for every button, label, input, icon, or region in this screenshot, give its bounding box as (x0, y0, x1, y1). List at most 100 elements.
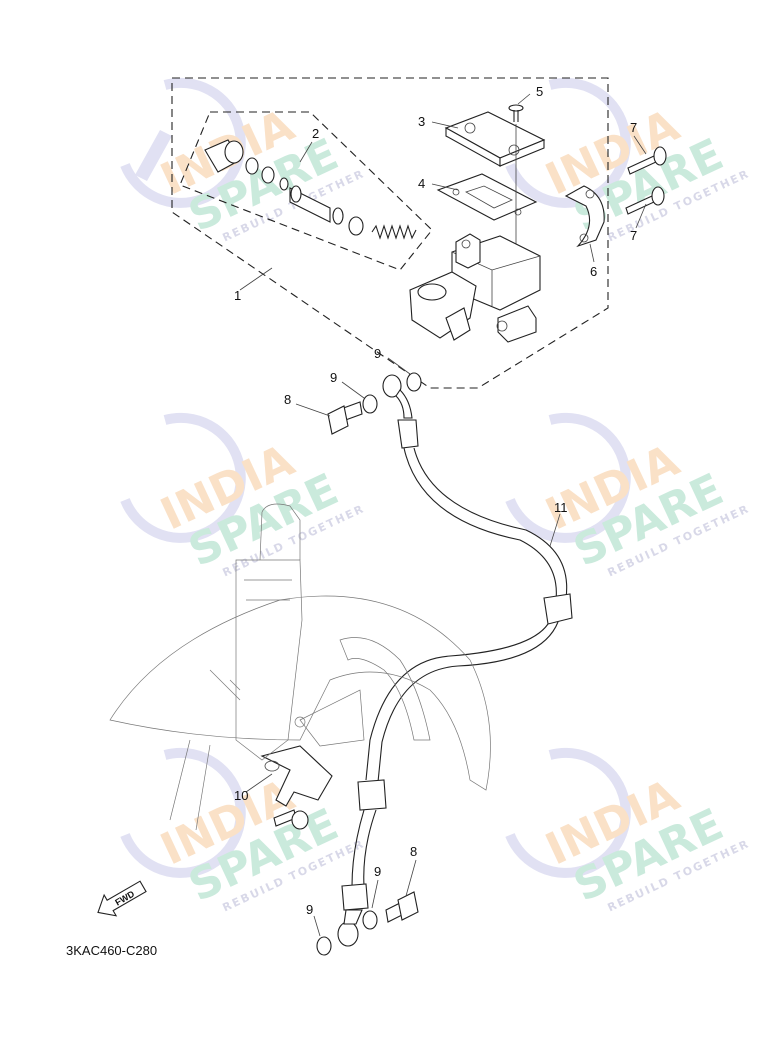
fender-stay (299, 689, 365, 747)
outlet-port (496, 320, 508, 332)
diaphragm (436, 173, 538, 221)
copper-washer (316, 936, 332, 956)
piston-kit (204, 139, 417, 240)
washer (279, 177, 289, 191)
banjo-eye (382, 374, 402, 398)
diagram-code: 3KAC460-C280 (66, 943, 157, 958)
leader-lines (239, 93, 647, 937)
mount-lug (455, 233, 481, 269)
fork-leg (235, 559, 303, 761)
watermark: INDIA SPARE REBUILD TOGETHER (505, 747, 752, 914)
lug-hole (461, 239, 471, 249)
diaphragm-hole (514, 208, 522, 216)
front-fork-and-fender (109, 503, 491, 831)
callout-4: 4 (418, 176, 425, 191)
piston-cup (332, 207, 344, 225)
callouts: 1 2 3 4 5 6 7 7 8 8 9 9 9 9 10 11 (234, 84, 637, 917)
handlebar-clamp (564, 185, 605, 248)
hose-lower-run (365, 621, 559, 783)
clamp-bolt-upper (627, 146, 667, 175)
callout-6: 6 (590, 264, 597, 279)
hose-lower-tail (351, 809, 377, 887)
washer (261, 166, 275, 184)
fender-inner (339, 637, 431, 741)
banjo-eye (337, 921, 359, 947)
callout-9-a: 9 (374, 346, 381, 361)
hose-outer (403, 447, 568, 601)
banjo-bolt-lower (385, 891, 419, 923)
wrench-logo-icon (120, 747, 246, 878)
fwd-arrow-icon (97, 880, 147, 917)
watermark: INDIA SPARE REBUILD TOGETHER (120, 412, 367, 579)
wrench-logo-icon (505, 412, 631, 543)
clamp-hole (585, 189, 595, 199)
callout-9-b: 9 (330, 370, 337, 385)
callout-7-lower: 7 (630, 228, 637, 243)
bolt-head (397, 891, 419, 921)
piston-seal (348, 216, 364, 236)
watermark: INDIA SPARE REBUILD TOGETHER (505, 77, 752, 244)
wrench-logo-icon (120, 412, 246, 543)
screw-head (508, 104, 524, 112)
callout-7-upper: 7 (630, 120, 637, 135)
banjo-neck (343, 909, 363, 925)
lower-lug (445, 307, 471, 341)
bracket-hole (264, 760, 280, 772)
wrench-logo-icon (120, 77, 246, 208)
bolt-head (291, 810, 309, 830)
hose-outlet (497, 305, 537, 343)
clamp-hole (579, 233, 589, 243)
bolt-head (327, 405, 349, 435)
fender-bolt (294, 716, 306, 728)
piston-kit-boundary (179, 111, 433, 271)
callout-8-lower: 8 (410, 844, 417, 859)
hose-guide-bracket (260, 745, 333, 807)
copper-washer (406, 372, 422, 392)
callout-9-d: 9 (306, 902, 313, 917)
callout-10: 10 (234, 788, 248, 803)
watermark-layer: INDIA SPARE REBUILD TOGETHER INDIA SPARE… (120, 77, 752, 914)
return-spring (371, 224, 417, 240)
screw-thread (513, 110, 519, 122)
banjo-bolt-upper (327, 401, 363, 435)
callout-5: 5 (536, 84, 543, 99)
banjo-neck (395, 389, 413, 419)
fork-tube (259, 503, 301, 561)
fork-lower-tube (169, 739, 211, 831)
diaphragm-hole (452, 188, 460, 196)
clamp-bolt-lower (625, 186, 665, 215)
bolt-head (651, 186, 665, 206)
hose-fitting (357, 779, 387, 811)
callout-3: 3 (418, 114, 425, 129)
hose-fitting (341, 883, 369, 911)
circlip (245, 157, 259, 175)
cap-hole (464, 122, 476, 134)
fwd-arrow: FWD (97, 880, 147, 917)
cap-screw (508, 104, 524, 122)
bracket-plate (260, 745, 333, 807)
brake-hose (337, 374, 573, 947)
callout-11: 11 (554, 500, 568, 515)
hose-fitting (543, 593, 573, 625)
callout-2: 2 (312, 126, 319, 141)
master-cylinder-assembly-boundary (171, 77, 609, 389)
callout-1: 1 (234, 288, 241, 303)
diaphragm-bellow (465, 185, 513, 209)
copper-washer (362, 910, 378, 930)
wrench-logo-icon (505, 747, 631, 878)
watermark: INDIA SPARE REBUILD TOGETHER (505, 412, 752, 579)
fender-outline (109, 595, 491, 791)
reservoir-cover (444, 111, 546, 167)
reservoir-cap-side (499, 139, 545, 167)
cap-hole (508, 144, 520, 156)
pivot-hole (417, 283, 447, 301)
diaphragm-plate (436, 173, 538, 221)
copper-washer (362, 394, 378, 414)
wrench-icon (135, 130, 172, 181)
bolt-head (653, 146, 667, 166)
callout-9-c: 9 (374, 864, 381, 879)
bracket-bolt (273, 809, 309, 830)
fork-leg-lower (209, 579, 292, 701)
master-cylinder-body (409, 233, 541, 343)
